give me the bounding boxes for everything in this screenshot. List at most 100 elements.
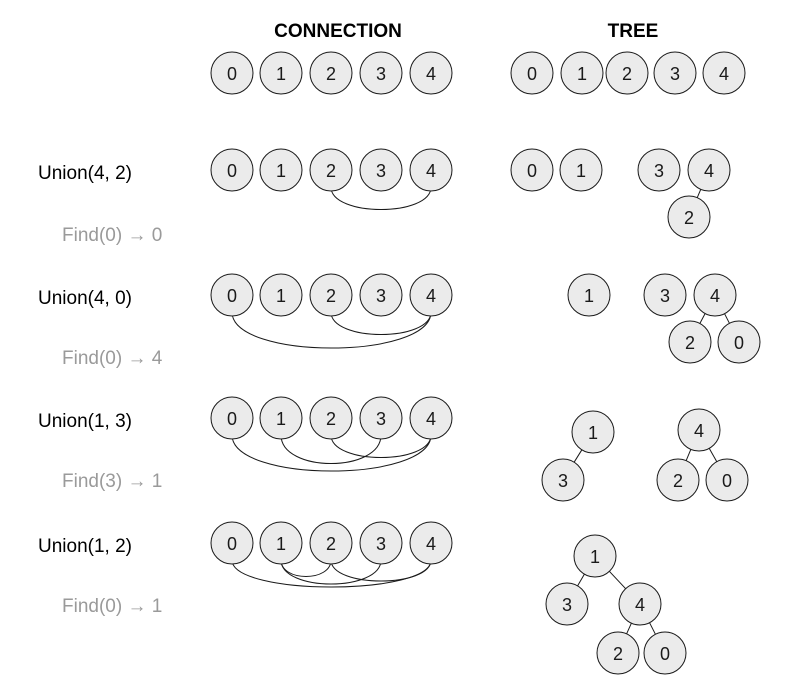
svg-text:4: 4 <box>694 421 704 441</box>
svg-text:1: 1 <box>276 534 286 554</box>
svg-text:3: 3 <box>670 64 680 84</box>
svg-text:0: 0 <box>227 534 237 554</box>
svg-text:1: 1 <box>276 64 286 84</box>
svg-text:3: 3 <box>654 161 664 181</box>
svg-text:2: 2 <box>613 644 623 664</box>
svg-text:2: 2 <box>685 333 695 353</box>
step-1-tree-node-4: 4 <box>687 148 731 192</box>
svg-text:1: 1 <box>276 409 286 429</box>
find-label-4: Find(0) → 1 <box>62 596 162 617</box>
initial-tree-node-0: 0 <box>510 51 554 95</box>
step-4-connection-node-4: 4 <box>409 521 453 565</box>
connection-header: CONNECTION <box>274 21 402 42</box>
step-1-connection-node-3: 3 <box>359 148 403 192</box>
svg-text:0: 0 <box>527 161 537 181</box>
step-1-connection-node-1: 1 <box>259 148 303 192</box>
step-3-tree-node-1: 1 <box>571 410 615 454</box>
step-1-tree-node-0: 0 <box>510 148 554 192</box>
svg-text:2: 2 <box>326 409 336 429</box>
svg-text:1: 1 <box>577 64 587 84</box>
step-4-connection-node-2: 2 <box>309 521 353 565</box>
svg-text:0: 0 <box>227 161 237 181</box>
svg-text:4: 4 <box>426 409 436 429</box>
svg-text:4: 4 <box>635 595 645 615</box>
step-1-tree-node-3: 3 <box>637 148 681 192</box>
svg-text:4: 4 <box>704 161 714 181</box>
step-1-connection-node-0: 0 <box>210 148 254 192</box>
svg-text:0: 0 <box>660 644 670 664</box>
step-1-tree-node-2: 2 <box>667 195 711 239</box>
find-label-2: Find(0) → 4 <box>62 348 163 369</box>
svg-text:4: 4 <box>426 161 436 181</box>
step-3-tree-edge-1-3 <box>573 449 583 463</box>
step-4-connection-node-1: 1 <box>259 521 303 565</box>
svg-text:3: 3 <box>376 286 386 306</box>
svg-text:2: 2 <box>326 64 336 84</box>
svg-text:4: 4 <box>719 64 729 84</box>
step-4-tree-edge-1-4 <box>608 570 627 590</box>
initial-connection-node-4: 4 <box>409 51 453 95</box>
step-2-tree-edge-4-0 <box>724 313 730 324</box>
step-4-connection-node-0: 0 <box>210 521 254 565</box>
svg-text:3: 3 <box>376 161 386 181</box>
step-3-connection-node-0: 0 <box>210 396 254 440</box>
union-label-1: Union(4, 2) <box>38 163 132 184</box>
svg-text:3: 3 <box>376 534 386 554</box>
initial-tree-node-4: 4 <box>702 51 746 95</box>
initial-tree-node-2: 2 <box>605 51 649 95</box>
svg-text:1: 1 <box>276 286 286 306</box>
svg-text:4: 4 <box>426 286 436 306</box>
tree-header: TREE <box>608 21 659 42</box>
step-1-connection-node-4: 4 <box>409 148 453 192</box>
step-3-tree-node-4: 4 <box>677 408 721 452</box>
svg-text:0: 0 <box>227 286 237 306</box>
step-4-tree-node-2: 2 <box>596 631 640 675</box>
svg-text:1: 1 <box>588 423 598 443</box>
step-4-connection-node-3: 3 <box>359 521 403 565</box>
step-2-connection-node-1: 1 <box>259 273 303 317</box>
step-4-connection-arc-2-4 <box>330 559 432 582</box>
step-2-tree-node-3: 3 <box>643 273 687 317</box>
step-3-connection-arc-0-4 <box>231 434 432 472</box>
step-3-tree-edge-4-0 <box>708 448 718 462</box>
step-2-tree-node-4: 4 <box>693 273 737 317</box>
svg-text:3: 3 <box>376 409 386 429</box>
step-1-tree-edge-4-2 <box>696 189 702 198</box>
step-4-tree-edge-4-0 <box>649 622 656 635</box>
step-2-connection-node-3: 3 <box>359 273 403 317</box>
svg-text:2: 2 <box>622 64 632 84</box>
union-label-2: Union(4, 0) <box>38 288 132 309</box>
step-1-connection-arc-2-4 <box>330 186 432 210</box>
step-3-connection-node-3: 3 <box>359 396 403 440</box>
step-3-connection-node-2: 2 <box>309 396 353 440</box>
step-2-connection-node-0: 0 <box>210 273 254 317</box>
find-label-3: Find(3) → 1 <box>62 471 162 492</box>
step-2-connection-arc-2-4 <box>330 311 432 335</box>
step-3-connection-node-1: 1 <box>259 396 303 440</box>
step-3-tree-edge-4-2 <box>685 449 692 461</box>
svg-text:3: 3 <box>376 64 386 84</box>
svg-text:1: 1 <box>576 161 586 181</box>
step-2-connection-node-4: 4 <box>409 273 453 317</box>
step-4-tree-node-1: 1 <box>573 534 617 578</box>
step-2-connection-node-2: 2 <box>309 273 353 317</box>
svg-text:1: 1 <box>584 286 594 306</box>
svg-text:2: 2 <box>326 534 336 554</box>
step-3-connection-arc-1-3 <box>280 434 382 464</box>
svg-text:2: 2 <box>673 471 683 491</box>
step-4-tree-edge-4-2 <box>626 622 632 635</box>
step-4-tree-node-0: 0 <box>643 631 687 675</box>
initial-connection-node-1: 1 <box>259 51 303 95</box>
step-3-connection-arc-2-4 <box>330 434 432 458</box>
step-2-tree-edge-4-2 <box>699 313 706 324</box>
svg-text:1: 1 <box>276 161 286 181</box>
union-label-4: Union(1, 2) <box>38 536 132 557</box>
svg-text:3: 3 <box>562 595 572 615</box>
svg-text:2: 2 <box>326 161 336 181</box>
step-4-connection-arc-0-4 <box>231 559 432 588</box>
step-4-connection-arc-1-2 <box>280 559 332 577</box>
svg-text:4: 4 <box>426 64 436 84</box>
svg-text:1: 1 <box>590 547 600 567</box>
svg-text:0: 0 <box>734 333 744 353</box>
svg-text:0: 0 <box>722 471 732 491</box>
